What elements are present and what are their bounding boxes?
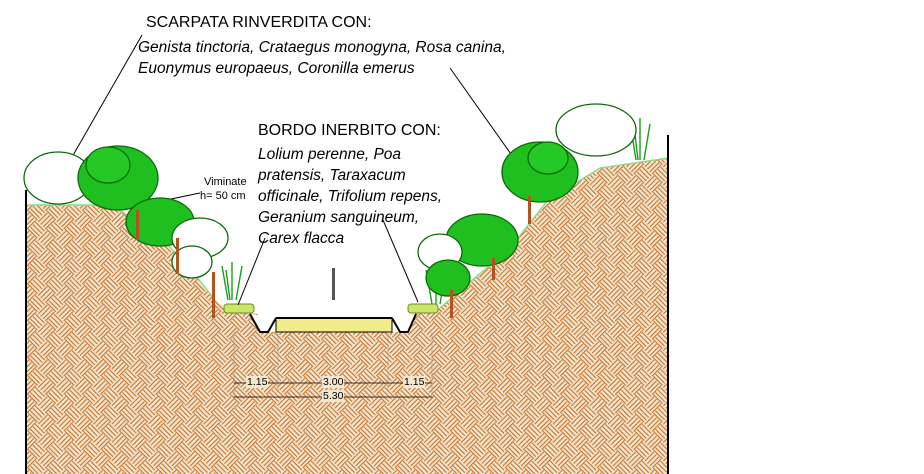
trunk-icon-right — [450, 196, 531, 318]
dim-left-shoulder: 1.15 — [246, 376, 269, 388]
dim-right-shoulder: 1.15 — [403, 376, 426, 388]
right-ditch — [391, 313, 417, 333]
axis-marker — [332, 268, 335, 300]
shrub-icon — [23, 145, 229, 279]
soil-embankment — [26, 158, 668, 474]
left-ditch — [249, 313, 277, 333]
dimension-guides — [233, 332, 433, 400]
scarpata-title: SCARPATA RINVERDITA CON: — [146, 14, 372, 31]
viminate-label: Viminate — [204, 176, 247, 188]
bordo-species-line3: officinale, Trifolium repens, — [258, 188, 443, 205]
bordo-species-line4: Geranium sanguineum, — [258, 209, 420, 226]
dim-total-width: 5.30 — [322, 390, 345, 402]
shrub-icon-right — [417, 103, 637, 297]
pavement-layer — [275, 317, 393, 333]
scarpata-species-line2: Euonymus europaeus, Coronilla emerus — [138, 60, 415, 77]
trunk-icon — [136, 210, 215, 318]
bordo-species-line5: Carex flacca — [258, 230, 345, 247]
viminate-height: h= 50 cm — [200, 190, 246, 202]
grass-strip-right — [407, 303, 439, 314]
bordo-species-line1: Lolium perenne, Poa — [258, 146, 402, 163]
grass-strip-left — [223, 303, 255, 314]
scarpata-species-line1: Genista tinctoria, Crataegus monogyna, R… — [138, 39, 506, 56]
bordo-title: BORDO INERBITO CON: — [258, 122, 441, 139]
bordo-species-line2: pratensis, Taraxacum — [258, 167, 406, 184]
dim-carriageway: 3.00 — [322, 376, 345, 388]
